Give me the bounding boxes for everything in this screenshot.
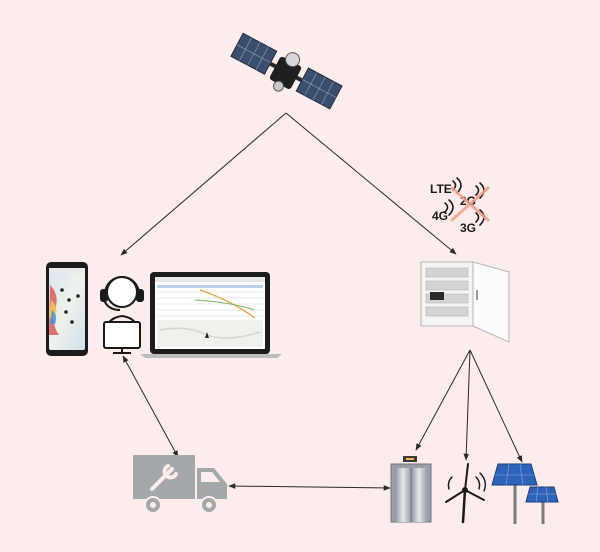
cellular-network-icon: LTE 2G 4G 3G: [430, 177, 490, 235]
link-satellite-operator: [120, 112, 287, 256]
electrical-cabinet-icon: [420, 261, 510, 343]
smartphone-map-icon: [46, 262, 88, 356]
operator-with-headset-icon: [100, 276, 144, 354]
link-cabinet-wind-turbine: [463, 349, 471, 461]
link-cabinet-elevator: [415, 349, 471, 451]
network-label-3g: 3G: [460, 221, 476, 235]
links: [120, 112, 523, 491]
network-label-4g: 4G: [432, 209, 448, 223]
service-truck-icon: [133, 455, 227, 514]
link-cabinet-solar: [469, 349, 523, 463]
elevator-icon: [390, 456, 432, 523]
solar-panel-icon: [491, 463, 559, 524]
link-truck-elevator: [228, 483, 391, 491]
wind-turbine-icon: [445, 463, 487, 524]
laptop-dashboard-icon: [140, 272, 282, 358]
satellite-icon: [230, 32, 343, 110]
cross-out-2g: [450, 186, 490, 222]
link-satellite-cabinet: [285, 112, 457, 255]
wrench-icon: [150, 464, 178, 491]
signal-waves: [444, 177, 485, 226]
link-operator-truck: [122, 355, 179, 458]
network-label-lte: LTE: [430, 182, 452, 196]
